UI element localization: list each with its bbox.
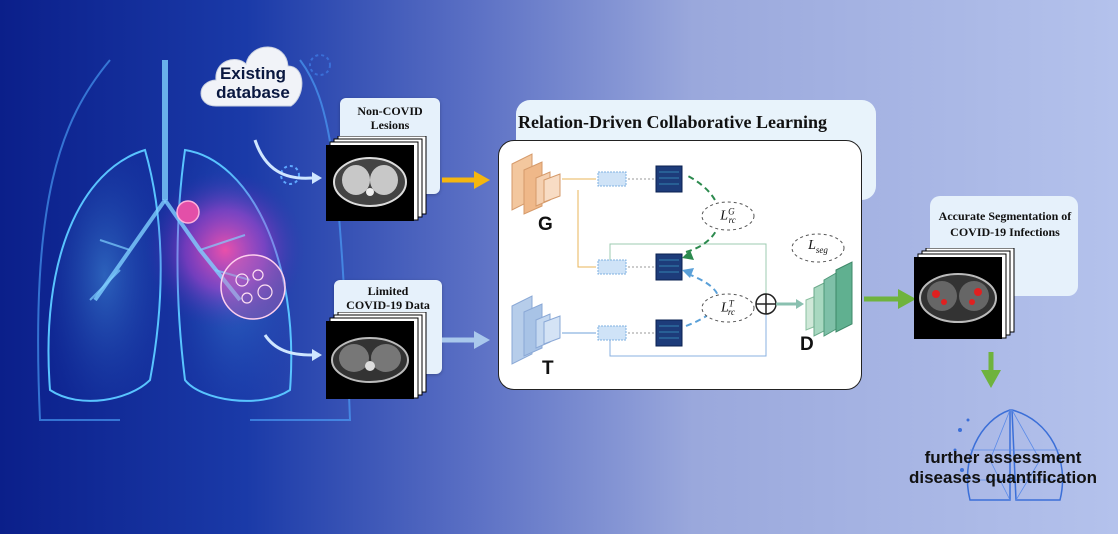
- wireframe-lung-icon: [953, 408, 1064, 501]
- loss-seg-sub: seg: [815, 244, 828, 255]
- panel-title: Relation-Driven Collaborative Learning: [518, 112, 827, 132]
- final-caption-line2: diseases quantification: [909, 468, 1097, 487]
- non-covid-ct-stack: [326, 136, 427, 221]
- output-title: Accurate Segmentation of COVID-19 Infect…: [930, 208, 1080, 240]
- covid-data-label-line2: COVID-19 Data: [346, 298, 430, 312]
- covid-data-label: Limited COVID-19 Data: [334, 284, 442, 312]
- non-covid-label: Non-COVID Lesions: [340, 104, 440, 132]
- generator-label: G: [538, 214, 553, 235]
- teacher-encoder: [511, 295, 561, 365]
- loss-seg-symbol: L: [808, 238, 816, 253]
- loss-rc-g-scripts: Grc: [728, 206, 736, 226]
- cloud-label-line2: database: [216, 83, 290, 102]
- non-covid-label-line1: Non-COVID: [357, 104, 423, 118]
- lungs-illustration: [37, 54, 352, 421]
- orange-input-arrow: [442, 171, 490, 189]
- loss-rc-t-scripts: Trc: [727, 298, 735, 318]
- loss-rc-g: LGrc: [708, 206, 748, 225]
- cloud-label-line1: Existing: [219, 64, 287, 83]
- cloud-label: Existing database: [198, 64, 308, 102]
- generator-encoder: [511, 153, 561, 215]
- segmentation-ct-stack: [914, 248, 1015, 339]
- decoder-label: D: [800, 334, 814, 355]
- loss-rc-g-sub: rc: [728, 215, 736, 226]
- green-down-arrow: [981, 352, 1001, 388]
- final-caption-line1: further assessment: [924, 448, 1082, 467]
- loss-seg: Lseg: [796, 238, 840, 255]
- final-caption: further assessment diseases quantificati…: [898, 448, 1108, 488]
- covid-data-label-line1: Limited: [367, 284, 409, 298]
- loss-rc-g-symbol: L: [720, 208, 729, 224]
- cloud-icon: [200, 46, 303, 107]
- non-covid-label-line2: Lesions: [370, 118, 410, 132]
- decoder-blocks: [805, 261, 853, 337]
- output-title-line2: COVID-19 Infections: [950, 225, 1060, 239]
- loss-rc-t-sup: T: [728, 298, 734, 308]
- output-title-line1: Accurate Segmentation of: [938, 209, 1072, 223]
- loss-rc-g-sup: G: [728, 206, 735, 216]
- green-output-arrow: [864, 289, 916, 309]
- network-diagram: [511, 153, 853, 365]
- blue-input-arrow: [442, 331, 490, 349]
- loss-rc-t-symbol: L: [721, 300, 729, 316]
- loss-rc-t-sub: rc: [727, 307, 735, 318]
- loss-rc-t: LTrc: [708, 298, 748, 317]
- covid-ct-stack: [326, 312, 427, 399]
- teacher-label: T: [542, 358, 554, 379]
